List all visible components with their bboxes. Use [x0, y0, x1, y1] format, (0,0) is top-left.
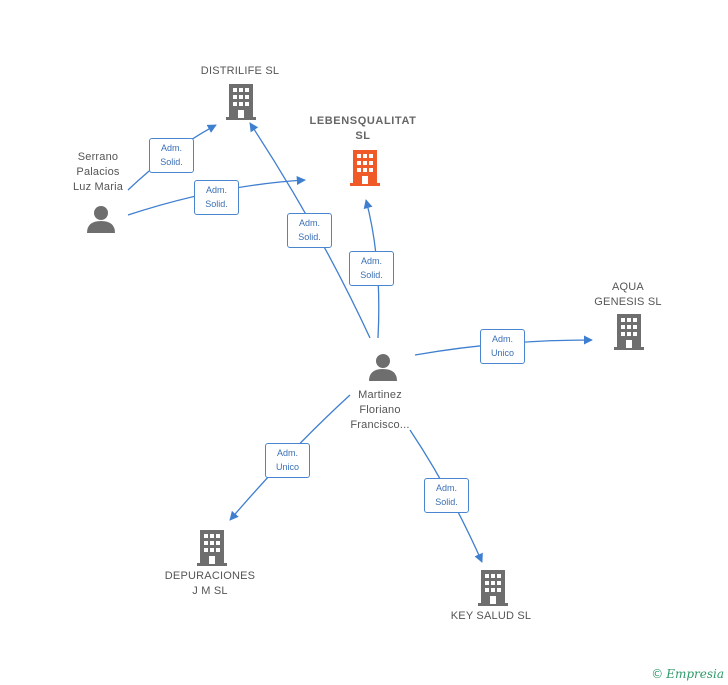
- company-label-lebensqualitat[interactable]: LEBENSQUALITAT SL: [293, 114, 433, 144]
- serrano-line1: Serrano: [77, 151, 119, 163]
- serrano-line2: Palacios: [76, 166, 120, 178]
- lebensqualitat-line1: LEBENSQUALITAT: [309, 115, 417, 127]
- person-icon[interactable]: [368, 353, 398, 381]
- aqua-line2: GENESIS SL: [594, 296, 662, 308]
- martinez-line2: Floriano: [359, 404, 401, 416]
- company-label-aqua[interactable]: AQUA GENESIS SL: [578, 280, 678, 310]
- serrano-line3: Luz Maria: [72, 181, 124, 193]
- company-label-depuraciones[interactable]: DEPURACIONES J M SL: [150, 569, 270, 599]
- aqua-line1: AQUA: [612, 281, 644, 293]
- building-icon[interactable]: [614, 314, 644, 350]
- relation-label-martinez-keysalud[interactable]: Adm. Solid.: [424, 478, 469, 513]
- lebensqualitat-line2: SL: [355, 130, 371, 142]
- relation-label-serrano-distrilife[interactable]: Adm. Solid.: [149, 138, 194, 173]
- person-label-martinez[interactable]: Martinez Floriano Francisco...: [333, 388, 427, 433]
- brand-name: Empresia: [666, 667, 724, 681]
- martinez-line3: Francisco...: [350, 419, 410, 431]
- relation-label-martinez-distrilife[interactable]: Adm. Solid.: [287, 213, 332, 248]
- copyright-icon: ©: [651, 667, 664, 681]
- relation-label-serrano-lebens[interactable]: Adm. Solid.: [194, 180, 239, 215]
- depuraciones-line2: J M SL: [192, 585, 228, 597]
- building-icon[interactable]: [226, 84, 256, 120]
- relation-label-martinez-lebens[interactable]: Adm. Solid.: [349, 251, 394, 286]
- brand-logo[interactable]: ©Empresia: [651, 667, 724, 681]
- person-label-serrano[interactable]: Serrano Palacios Luz Maria: [58, 150, 138, 195]
- person-icon[interactable]: [86, 205, 116, 233]
- building-icon[interactable]: [197, 530, 227, 566]
- relation-label-martinez-aqua[interactable]: Adm. Unico: [480, 329, 525, 364]
- company-label-distrilife[interactable]: DISTRILIFE SL: [200, 65, 280, 77]
- building-icon[interactable]: [478, 570, 508, 606]
- depuraciones-line1: DEPURACIONES: [164, 570, 256, 582]
- relation-label-martinez-depuraciones[interactable]: Adm. Unico: [265, 443, 310, 478]
- focus-building-icon[interactable]: [350, 150, 380, 186]
- martinez-line1: Martinez: [358, 389, 402, 401]
- company-label-keysalud[interactable]: KEY SALUD SL: [450, 610, 532, 622]
